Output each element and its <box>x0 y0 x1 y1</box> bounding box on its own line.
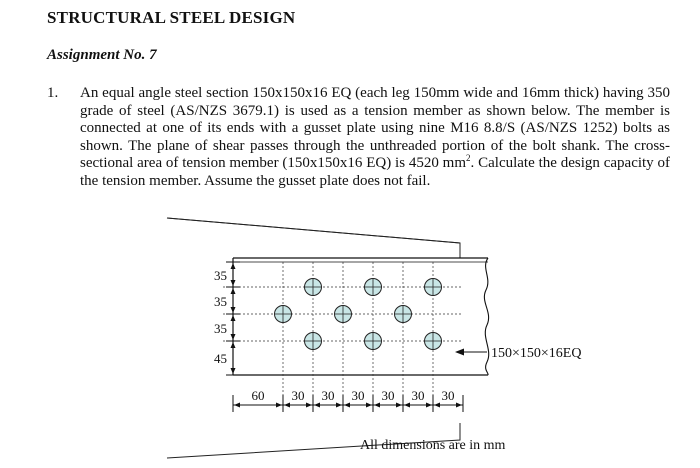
member-break-line <box>483 257 490 376</box>
vertical-dim-3: 35 <box>214 321 227 336</box>
question-text-part2: . Calculate the design capacity of the t… <box>80 155 671 189</box>
vertical-dim-4: 45 <box>214 351 227 366</box>
vertical-dimension-arrows <box>230 263 236 374</box>
bolt <box>304 278 322 296</box>
bolt <box>424 278 442 296</box>
vertical-dim-2: 35 <box>214 294 227 309</box>
area-unit-superscript: 2 <box>466 153 471 164</box>
gusset-plate-top-edge <box>166 217 461 244</box>
question-text: An equal angle steel section 150x150x16 … <box>80 85 670 191</box>
bolts <box>274 278 442 350</box>
bolt <box>364 332 382 350</box>
assignment-heading: Assignment No. 7 <box>47 47 157 63</box>
horizontal-dim-3: 30 <box>322 388 335 403</box>
question-text-part1: An equal angle steel section 150x150x16 … <box>80 85 670 172</box>
bolt <box>334 305 352 323</box>
horizontal-dim-1: 60 <box>252 388 265 403</box>
member-label-leader <box>455 348 487 356</box>
bolt <box>394 305 412 323</box>
bolt <box>304 332 322 350</box>
horizontal-dim-4: 30 <box>352 388 365 403</box>
horizontal-dimension-arrows <box>234 402 462 408</box>
vertical-dim-1: 35 <box>214 268 227 283</box>
document-title: STRUCTURAL STEEL DESIGN <box>47 8 296 27</box>
horizontal-dim-5: 30 <box>382 388 395 403</box>
horizontal-dim-6: 30 <box>412 388 425 403</box>
angle-member <box>232 257 488 376</box>
bolt <box>274 305 292 323</box>
question-number: 1. <box>47 85 59 101</box>
dimension-note: All dimensions are in mm <box>360 438 506 453</box>
member-label: 150×150×16EQ <box>491 346 581 361</box>
bolt <box>424 332 442 350</box>
horizontal-dim-2: 30 <box>292 388 305 403</box>
horizontal-dim-7: 30 <box>442 388 455 403</box>
bolt <box>364 278 382 296</box>
